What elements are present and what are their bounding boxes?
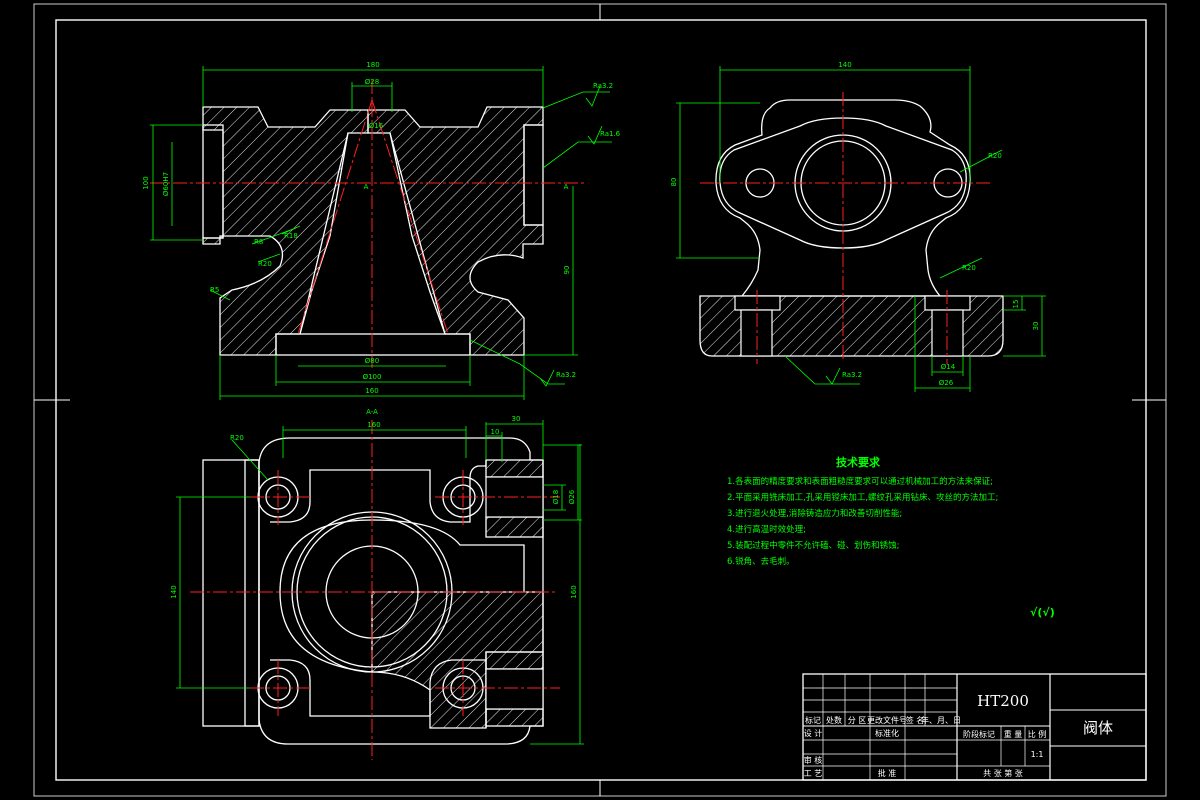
tb-standardization: 标准化: [875, 728, 899, 738]
dim-side-r20b: R20: [962, 264, 976, 272]
section-view-dimensions: R20 160 10 30 Ø18 Ø26 140 160: [170, 415, 584, 745]
dim-sec-step2: 30: [512, 415, 521, 423]
dim-side-flange-h2: 30: [1032, 322, 1040, 331]
dim-side-hole: Ø14: [941, 363, 956, 371]
technical-requirements: 技术要求 1.各表面的精度要求和表面粗糙度要求可以通过机械加工的方法来保证; 2…: [727, 455, 1055, 619]
tb-design: 设 计: [804, 728, 823, 738]
front-view-dimensions: 180 Ø28 Ø16 100 Ø60H7 90 R8 R20 R18 R5 Ø…: [142, 61, 621, 400]
dim-sec-step1: 10: [491, 428, 500, 436]
tb-part-name: 阀体: [1083, 719, 1113, 737]
dim-sec-bore2: Ø26: [568, 489, 576, 504]
dim-front-right-height: 90: [563, 266, 571, 275]
marker-a-left: A: [364, 183, 369, 191]
dim-front-r5: R5: [210, 286, 219, 294]
requirement-item: 1.各表面的精度要求和表面粗糙度要求可以通过机械加工的方法来保证;: [727, 476, 993, 487]
dim-side-cbore: Ø26: [939, 379, 954, 387]
tb-signature: 签 名: [906, 715, 925, 725]
tb-review: 审 核: [804, 755, 823, 765]
general-roughness: √(√): [1030, 606, 1055, 619]
dim-front-left-height: 100: [142, 176, 150, 189]
dim-side-height: 80: [670, 178, 678, 187]
dim-sec-top-width: 160: [367, 421, 380, 429]
dim-side-r20a: R20: [988, 152, 1002, 160]
dim-sec-r20: R20: [230, 434, 244, 442]
dim-front-r20: R20: [258, 260, 272, 268]
roughness-2: Ra1.6: [600, 130, 621, 138]
requirements-heading: 技术要求: [836, 455, 881, 469]
side-view-dimensions: 140 80 R20 R20 15 30 Ø14 Ø26 Ra3.2: [670, 61, 1046, 392]
section-label: A-A: [366, 408, 378, 416]
dim-front-bottom-inner: Ø80: [365, 357, 379, 365]
title-block: 标记 处数 分 区 更改文件号 签 名 年、月、日 设 计 标准化 阶段标记 重…: [802, 673, 1147, 781]
tb-date: 年、月、日: [921, 715, 961, 725]
dim-side-flange-h1: 15: [1012, 300, 1020, 309]
tb-sheets: 共 张 第 张: [983, 768, 1023, 778]
tb-count: 处数: [826, 715, 842, 725]
tb-process: 工 艺: [804, 769, 823, 778]
side-view: [699, 92, 1004, 364]
tb-weight: 重 量: [1004, 729, 1023, 739]
requirement-item: 2.平面采用铣床加工,孔采用镗床加工,螺纹孔采用钻床、攻丝的方法加工;: [727, 492, 998, 503]
tb-scale-value: 1:1: [1031, 750, 1044, 759]
tb-stage-mark: 阶段标记: [963, 729, 995, 739]
roughness-1: Ra3.2: [593, 82, 613, 90]
dim-front-r8: R8: [254, 238, 263, 246]
dim-front-bottom-width: 160: [365, 387, 378, 395]
dim-front-left-bore: Ø60H7: [162, 172, 170, 196]
requirement-item: 4.进行高温时效处理;: [727, 524, 806, 535]
tb-change-doc: 更改文件号: [867, 715, 907, 725]
tb-mark: 标记: [805, 715, 821, 725]
dim-front-overall-width: 180: [366, 61, 379, 69]
requirement-item: 3.进行退火处理,消除铸造应力和改善切削性能;: [727, 508, 902, 519]
dim-front-top-small: Ø16: [369, 122, 384, 130]
requirement-item: 5.装配过程中零件不允许磕、碰、划伤和锈蚀;: [727, 540, 899, 551]
dim-sec-height-right: 160: [570, 585, 578, 598]
tb-scale-label: 比 例: [1028, 729, 1047, 739]
dim-side-overall-width: 140: [838, 61, 851, 69]
roughness-3: Ra3.2: [556, 371, 576, 379]
dim-front-top-bore: Ø28: [365, 78, 379, 86]
tb-material: HT200: [977, 692, 1029, 710]
marker-a-right: A: [564, 183, 569, 191]
tb-approve: 批 准: [878, 768, 897, 778]
roughness-4: Ra3.2: [842, 371, 862, 379]
dim-sec-bore1: Ø18: [552, 490, 560, 504]
tb-zone: 分 区: [848, 716, 867, 725]
section-view: A-A: [190, 408, 560, 760]
dim-front-r18: R18: [284, 232, 298, 240]
dim-front-bottom-bore: Ø100: [363, 373, 382, 381]
requirement-item: 6.锐角、去毛刺。: [727, 556, 795, 567]
front-view: [150, 80, 585, 368]
dim-sec-height-left: 140: [170, 585, 178, 598]
sheet-frame: [33, 3, 1167, 797]
